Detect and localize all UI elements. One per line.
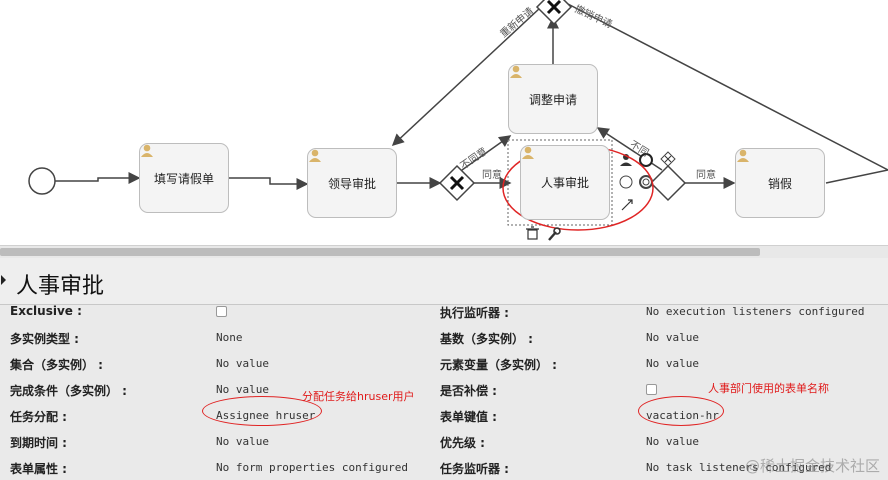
property-label: 多实例类型 : bbox=[10, 332, 79, 346]
flow-connections bbox=[28, 0, 888, 241]
user-icon bbox=[522, 146, 534, 159]
exclusive-gateway-1[interactable] bbox=[438, 164, 476, 202]
task-cancel-leave[interactable]: 销假 bbox=[735, 148, 825, 218]
form-key-annotation: 人事部门使用的表单名称 bbox=[708, 382, 829, 395]
user-icon bbox=[737, 149, 749, 162]
highlight-ellipse-form-key bbox=[638, 396, 724, 426]
quick-menu bbox=[619, 151, 676, 211]
property-value[interactable]: No form properties configured bbox=[216, 461, 409, 474]
property-label: 执行监听器 : bbox=[440, 306, 509, 320]
trash-icon[interactable] bbox=[526, 226, 539, 240]
property-value[interactable]: No value bbox=[216, 435, 269, 448]
property-row: 完成条件（多实例） : No value 是否补偿 : bbox=[0, 376, 888, 402]
compensation-checkbox[interactable] bbox=[646, 384, 657, 395]
exclusive-gateway-2[interactable] bbox=[649, 164, 687, 202]
property-value[interactable]: No execution listeners configured bbox=[646, 305, 865, 318]
property-row: Exclusive : 执行监听器 : No execution listene… bbox=[0, 305, 888, 324]
panel-title: 人事审批 bbox=[16, 274, 105, 299]
property-label: 基数（多实例） : bbox=[440, 332, 533, 346]
property-label: 表单键值 : bbox=[440, 410, 497, 424]
wrench-icon[interactable] bbox=[548, 227, 561, 241]
canvas-scrollbar[interactable] bbox=[0, 245, 888, 258]
scrollbar-thumb[interactable] bbox=[0, 248, 760, 256]
property-row: 任务分配 : Assignee hruser 表单键值 : vacation-h… bbox=[0, 402, 888, 428]
task-label: 领导审批 bbox=[327, 176, 376, 191]
task-label: 人事审批 bbox=[540, 176, 589, 190]
property-value[interactable]: No value bbox=[646, 435, 699, 448]
property-label: 元素变量（多实例） : bbox=[440, 358, 557, 372]
property-label: 表单属性 : bbox=[10, 462, 67, 476]
chevron-right-icon[interactable] bbox=[0, 272, 8, 288]
selection-box bbox=[507, 139, 613, 226]
user-icon bbox=[510, 65, 522, 78]
task-leader-approve[interactable]: 领导审批 bbox=[307, 148, 397, 218]
connect-arrow-icon[interactable] bbox=[621, 199, 633, 211]
property-label: 完成条件（多实例） : bbox=[10, 384, 127, 398]
task-label: 销假 bbox=[767, 176, 792, 191]
event-shortcut-icon[interactable] bbox=[619, 175, 633, 189]
task-fill-leave[interactable]: 填写请假单 bbox=[139, 143, 229, 213]
property-list: Exclusive : 执行监听器 : No execution listene… bbox=[0, 305, 888, 480]
exclusive-checkbox[interactable] bbox=[216, 306, 227, 317]
property-value[interactable]: None bbox=[216, 331, 243, 344]
task-label: 填写请假单 bbox=[153, 171, 214, 186]
property-panel-header: 人事审批 bbox=[0, 258, 888, 305]
property-value[interactable]: No value bbox=[646, 357, 699, 370]
process-canvas[interactable]: 填写请假单 领导审批 调整申请 人事审批 销假 不同意 同意 重新申请 撤销申请… bbox=[0, 0, 888, 245]
exclusive-gateway-top[interactable] bbox=[535, 0, 573, 26]
gateway-shortcut-icon[interactable] bbox=[660, 151, 676, 167]
assignee-annotation: 分配任务给hruser用户 bbox=[302, 390, 415, 403]
property-value[interactable]: No value bbox=[646, 331, 699, 344]
property-row: 集合（多实例） : No value 元素变量（多实例） : No value bbox=[0, 350, 888, 376]
watermark: @稀土掘金技术社区 bbox=[744, 457, 880, 475]
task-hr-approve[interactable]: 人事审批 bbox=[520, 145, 610, 220]
task-adjust[interactable]: 调整申请 bbox=[508, 64, 598, 134]
user-icon bbox=[309, 149, 321, 162]
property-value[interactable]: No task listeners configured bbox=[646, 461, 832, 474]
flow-label-agree-2: 同意 bbox=[696, 170, 716, 181]
property-value[interactable]: No value bbox=[216, 383, 269, 396]
highlight-ellipse-assignee bbox=[202, 396, 322, 426]
user-icon bbox=[141, 144, 153, 157]
property-value[interactable]: No value bbox=[216, 357, 269, 370]
property-label: Exclusive : bbox=[10, 305, 82, 318]
task-label: 调整申请 bbox=[528, 92, 577, 107]
end-event-shortcut-icon[interactable] bbox=[639, 153, 653, 167]
start-event[interactable] bbox=[28, 167, 56, 195]
flow-label-agree-1: 同意 bbox=[482, 170, 502, 181]
property-row: 到期时间 : No value 优先级 : No value bbox=[0, 428, 888, 454]
property-label: 优先级 : bbox=[440, 436, 485, 450]
property-label: 任务分配 : bbox=[10, 410, 67, 424]
property-row: 表单属性 : No form properties configured 任务监… bbox=[0, 454, 888, 480]
property-label: 任务监听器 : bbox=[440, 462, 509, 476]
property-label: 到期时间 : bbox=[10, 436, 67, 450]
property-label: 集合（多实例） : bbox=[10, 358, 103, 372]
property-row: 多实例类型 : None 基数（多实例） : No value bbox=[0, 324, 888, 350]
property-label: 是否补偿 : bbox=[440, 384, 497, 398]
